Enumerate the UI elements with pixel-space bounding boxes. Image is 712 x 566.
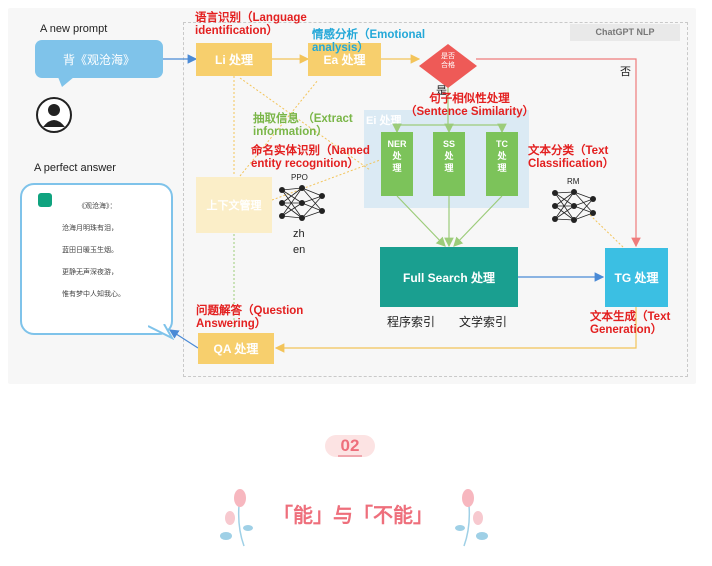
- ner-annotation: 命名实体识别（Named entity recognition）: [251, 145, 370, 170]
- rm-label: RM: [567, 177, 580, 186]
- edge-no-label: 否: [620, 66, 631, 78]
- ea-annotation: 情感分析（Emotional analysis）: [312, 29, 426, 54]
- ea-node: Ea 处理: [308, 43, 381, 76]
- prompt-bubble: 背《观沧海》: [35, 40, 163, 78]
- tc-node: TC 处 理: [486, 132, 518, 196]
- decision-label: 是否 合格: [441, 52, 455, 69]
- tg-annotation: 文本生成（Text Generation）: [590, 311, 671, 336]
- section-underline: [338, 455, 362, 457]
- prompt-heading: A new prompt: [40, 23, 108, 35]
- answer-heading: A perfect answer: [34, 162, 116, 174]
- ppo-network-icon: [279, 185, 325, 221]
- full-search-node: Full Search 处理: [380, 247, 518, 307]
- flower-right-icon: [455, 489, 488, 547]
- decision-diamond: [419, 44, 477, 88]
- bubble-tail: [58, 77, 74, 87]
- section-number: 02: [325, 435, 375, 457]
- li-annotation: 语言识别（Language identification）: [195, 12, 307, 37]
- nlp-frame: [183, 22, 688, 377]
- qa-annotation: 问题解答（Question Answering）: [196, 305, 304, 330]
- tg-node: TG 处理: [605, 248, 668, 307]
- index-literature-label: 文学索引: [459, 315, 508, 329]
- edge-yes-label: 是: [436, 85, 447, 97]
- index-program-label: 程序索引: [387, 315, 436, 329]
- chatgpt-logo-icon: [38, 193, 52, 207]
- li-node: Li 处理: [196, 43, 272, 76]
- lang-en-label: en: [293, 244, 306, 256]
- context-node: 上下文管理: [196, 177, 272, 233]
- frame-tag: ChatGPT NLP: [570, 24, 680, 41]
- answer-bubble-tail: [148, 324, 174, 340]
- ss-annotation: 句子相似性处理 （Sentence Similarity）: [405, 93, 535, 118]
- poem-line: 《观沧海》：: [78, 202, 117, 210]
- poem-line: 沧海月明珠有泪，: [62, 224, 118, 232]
- lang-zh-label: zh: [293, 228, 305, 240]
- poem-line: 惟有梦中人知我心。: [62, 290, 125, 298]
- flower-left-icon: [220, 489, 253, 547]
- ppo-label: PPO: [291, 173, 308, 182]
- answer-bubble: 《观沧海》： 沧海月明珠有泪， 蓝田日暖玉生烟。 更静无声深夜游， 惟有梦中人知…: [20, 183, 173, 335]
- user-avatar-icon: [36, 97, 72, 133]
- qa-node: QA 处理: [198, 333, 274, 364]
- rm-network-icon: [552, 189, 596, 223]
- ss-node: SS 处 理: [433, 132, 465, 196]
- extract-annotation: 抽取信息 （Extract information）: [253, 113, 353, 138]
- ner-node: NER 处 理: [381, 132, 413, 196]
- poem-line: 蓝田日暖玉生烟。: [62, 246, 118, 254]
- poem-line: 更静无声深夜游，: [62, 268, 118, 276]
- section-caption: 「能」与「不能」: [273, 503, 433, 527]
- tc-annotation: 文本分类（Text Classification）: [528, 145, 615, 170]
